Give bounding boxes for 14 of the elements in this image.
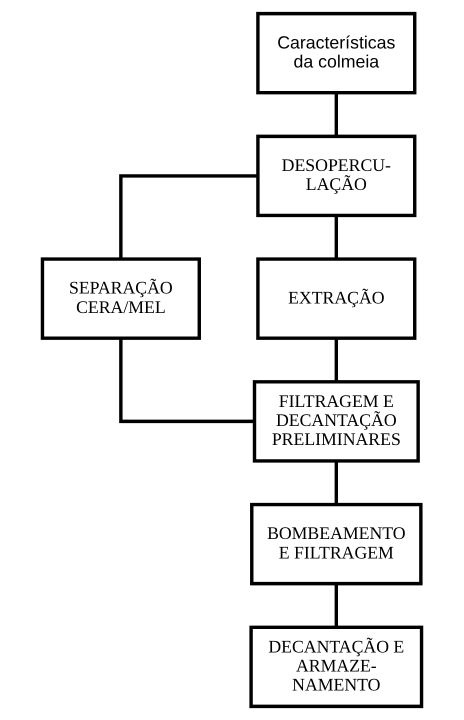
node-box: DECANTAÇÃO E ARMAZE- NAMENTO (249, 626, 424, 708)
connector (334, 462, 338, 504)
connector (334, 93, 338, 136)
connector (119, 174, 258, 258)
node-box: SEPARAÇÃO CERA/MEL (40, 257, 201, 340)
node-box: EXTRAÇÃO (256, 257, 416, 340)
node-box: DESOPERCU- LAÇÃO (256, 134, 416, 218)
connector (334, 584, 338, 627)
node-box: Características da colmeia (256, 12, 416, 94)
connector (334, 216, 338, 259)
connector (119, 338, 254, 424)
connector (334, 338, 338, 382)
node-box: BOMBEAMENTO E FILTRAGEM (250, 502, 423, 586)
node-box: FILTRAGEM E DECANTAÇÃO PRELIMINARES (252, 380, 420, 463)
